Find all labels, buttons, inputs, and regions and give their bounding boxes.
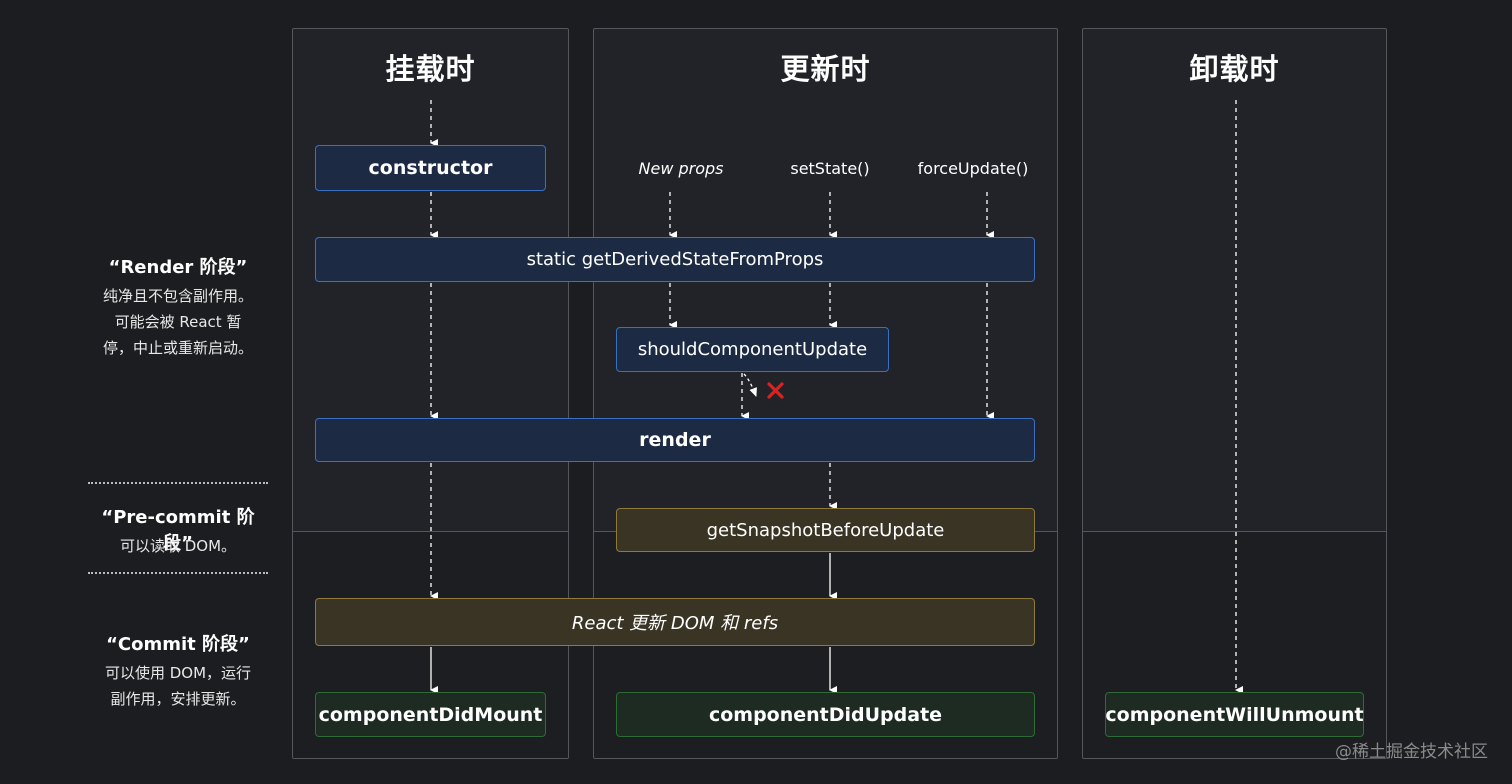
arrow-scu-false-branch (743, 373, 757, 397)
render-phase-description: 纯净且不包含副作用。 可能会被 React 暂 停，中止或重新启动。 (88, 283, 268, 361)
phase-divider-bottom (88, 572, 268, 574)
commit-phase-title: “Commit 阶段” (106, 634, 250, 655)
react-update-dom-box: React 更新 DOM 和 refs (315, 598, 1035, 646)
render-phase-desc-line: 纯净且不包含副作用。 (102, 287, 253, 305)
trigger-force-update: forceUpdate() (917, 159, 1029, 178)
red-cross-icon (767, 382, 784, 399)
component-will-unmount-box: componentWillUnmount (1105, 692, 1364, 737)
commit-phase-desc-line: 副作用，安排更新。 (110, 690, 246, 708)
render-phase-desc-line: 停，中止或重新启动。 (102, 339, 253, 357)
component-did-update-box: componentDidUpdate (616, 692, 1035, 737)
precommit-phase-title: “Pre-commit 阶段” (101, 507, 255, 554)
mount-column-title: 挂载时 (385, 52, 476, 86)
trigger-set-state: setState() (790, 159, 870, 178)
render-box: render (315, 418, 1035, 462)
phase-divider-top (88, 482, 268, 484)
update-column-title: 更新时 (780, 52, 871, 86)
trigger-new-props: New props (638, 159, 724, 178)
commit-phase-description: 可以使用 DOM，运行 副作用，安排更新。 (88, 660, 268, 712)
watermark: @稀土掘金技术社区 (1335, 742, 1488, 762)
commit-phase-desc-line: 可以使用 DOM，运行 (104, 664, 252, 682)
render-phase-desc-line: 可能会被 React 暂 (114, 313, 242, 331)
component-did-mount-box: componentDidMount (315, 692, 546, 737)
precommit-phase-description: 可以读取 DOM。 (88, 533, 268, 559)
constructor-box: constructor (315, 145, 546, 191)
unmount-column-title: 卸载时 (1189, 52, 1280, 86)
render-phase-title: “Render 阶段” (108, 257, 248, 278)
precommit-phase-desc-line: 可以读取 DOM。 (119, 537, 237, 555)
get-derived-state-from-props-box: static getDerivedStateFromProps (315, 237, 1035, 282)
get-snapshot-before-update-box: getSnapshotBeforeUpdate (616, 508, 1035, 552)
should-component-update-box: shouldComponentUpdate (616, 327, 889, 372)
